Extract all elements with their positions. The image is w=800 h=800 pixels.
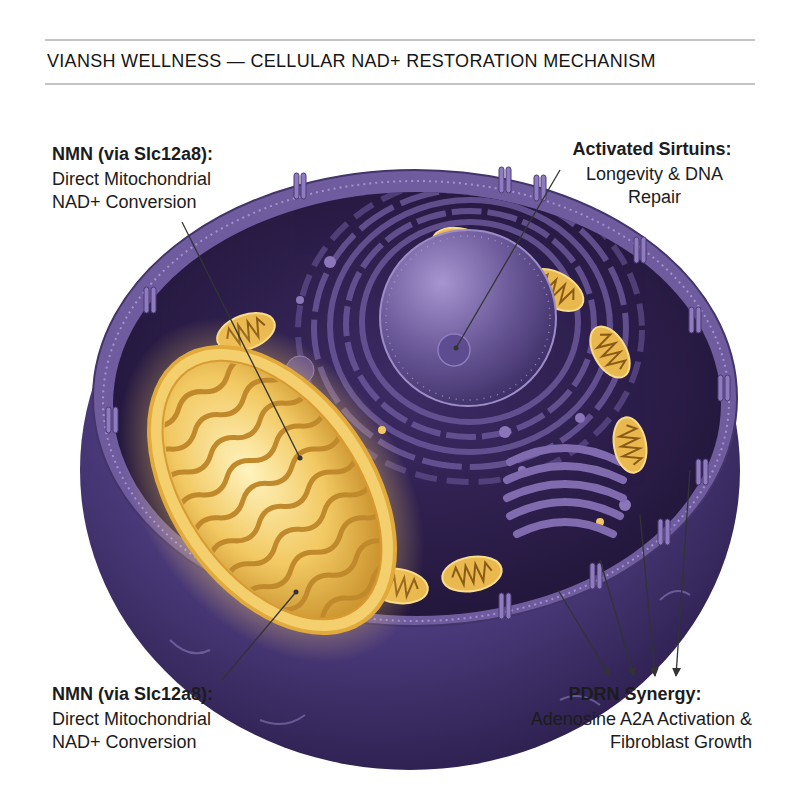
mitochondrion-body [609,415,650,476]
leader-line [600,560,634,676]
vesicle [575,413,585,423]
mitochondrion [440,552,505,596]
cristae-group [126,335,425,654]
cristae [592,330,628,374]
mitochondrion-glow [57,260,488,720]
golgi-cisterna [517,522,613,534]
membrane-protein [658,519,670,545]
cell-body [80,170,740,770]
mitochondrion-body [582,320,638,384]
membrane-protein [696,459,708,485]
membrane-proteins [106,167,730,619]
leader-dot [298,456,303,461]
leader-lines [182,170,690,680]
crista [271,542,425,655]
header-rule [45,39,755,40]
vesicle [296,296,304,304]
leader-line [558,590,610,676]
vesicle [324,256,336,268]
crista [238,496,392,609]
membrane-protein [718,375,730,401]
membrane-protein [144,287,156,313]
membrane-protein [294,173,306,199]
nucleus [380,230,556,406]
leader-line [676,470,690,676]
leader-line [456,170,560,348]
leader-line [222,592,296,680]
membrane-protein [689,307,701,333]
leader-dot [294,590,299,595]
golgi-cisterna [510,502,620,516]
membrane-protein [590,563,602,589]
header-rule [45,83,755,84]
cristae [618,424,643,467]
golgi-cisterna [507,466,623,480]
callout-heading: NMN (via Slc12a8): [52,143,292,166]
callout-text: Direct Mitochondrial NAD+ Conversion [52,168,252,214]
leader-dot [454,346,459,351]
leader-line [640,515,655,676]
leader-line [182,222,300,458]
mitochondrion [609,415,650,476]
outer-mitochondrial-membrane [98,302,445,679]
er-sheet [362,222,578,422]
mitochondrion [582,320,638,384]
mitochondrial-matrix [118,321,426,659]
callout-text: Adenosine A2A Activation & Fibroblast Gr… [482,708,752,754]
callout-text: Longevity & DNA Repair [562,163,747,209]
membrane-protein [634,237,646,263]
golgi-cisterna [510,448,620,462]
callout-heading: PDRN Synergy: [535,683,735,706]
membrane-protein [499,593,511,619]
diagram-title: VIANSH WELLNESS — CELLULAR NAD+ RESTORAT… [47,50,757,73]
vesicle [499,426,511,438]
callout-heading: NMN (via Slc12a8): [52,683,292,706]
leader-dots [294,346,459,595]
callout-heading: Activated Sirtuins: [552,138,752,161]
cristae [451,562,494,587]
golgi-apparatus [507,448,623,534]
nucleolus [438,334,470,366]
membrane-protein [106,407,118,433]
golgi-cisterna [507,484,623,498]
membrane-protein [499,167,511,193]
callout-text: Direct Mitochondrial NAD+ Conversion [52,708,252,754]
nuclear-pores [386,236,550,400]
large-mitochondrion [57,260,488,720]
mitochondrion-body [440,552,505,596]
